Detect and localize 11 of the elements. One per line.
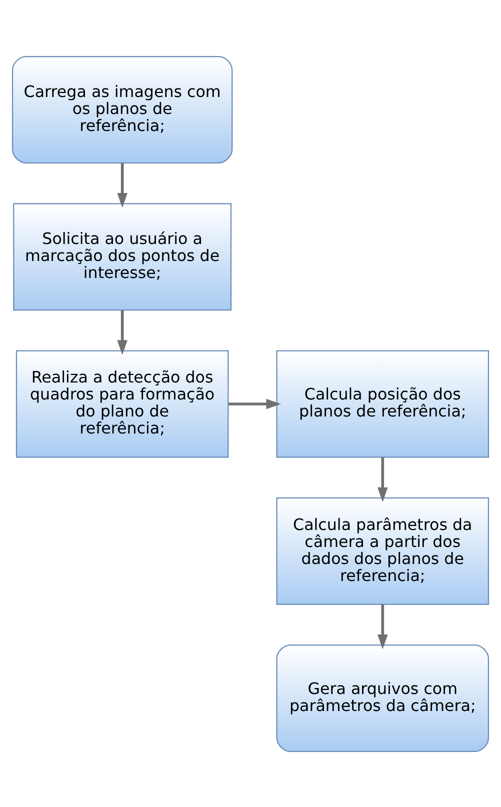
arrow	[228, 398, 281, 409]
arrow	[117, 162, 128, 208]
node-box: Solicita ao usuário a marcação dos pontos de interesse;	[13, 202, 232, 310]
arrow	[117, 310, 128, 354]
node-box: Carrega as imagens com os planos de referência;	[12, 55, 233, 163]
node-box: Calcula posição dos planos de referência;	[276, 350, 490, 458]
arrow	[377, 456, 388, 502]
arrow	[377, 604, 388, 649]
node-box: Realiza a detecção dos quadros para formação do plano de referência;	[16, 350, 229, 458]
node-box: Gera arquivos com parâmetros da câmera;	[276, 644, 490, 752]
node-box: Calcula parâmetros da câmera a partir dos dados dos planos de referencia;	[276, 496, 490, 604]
